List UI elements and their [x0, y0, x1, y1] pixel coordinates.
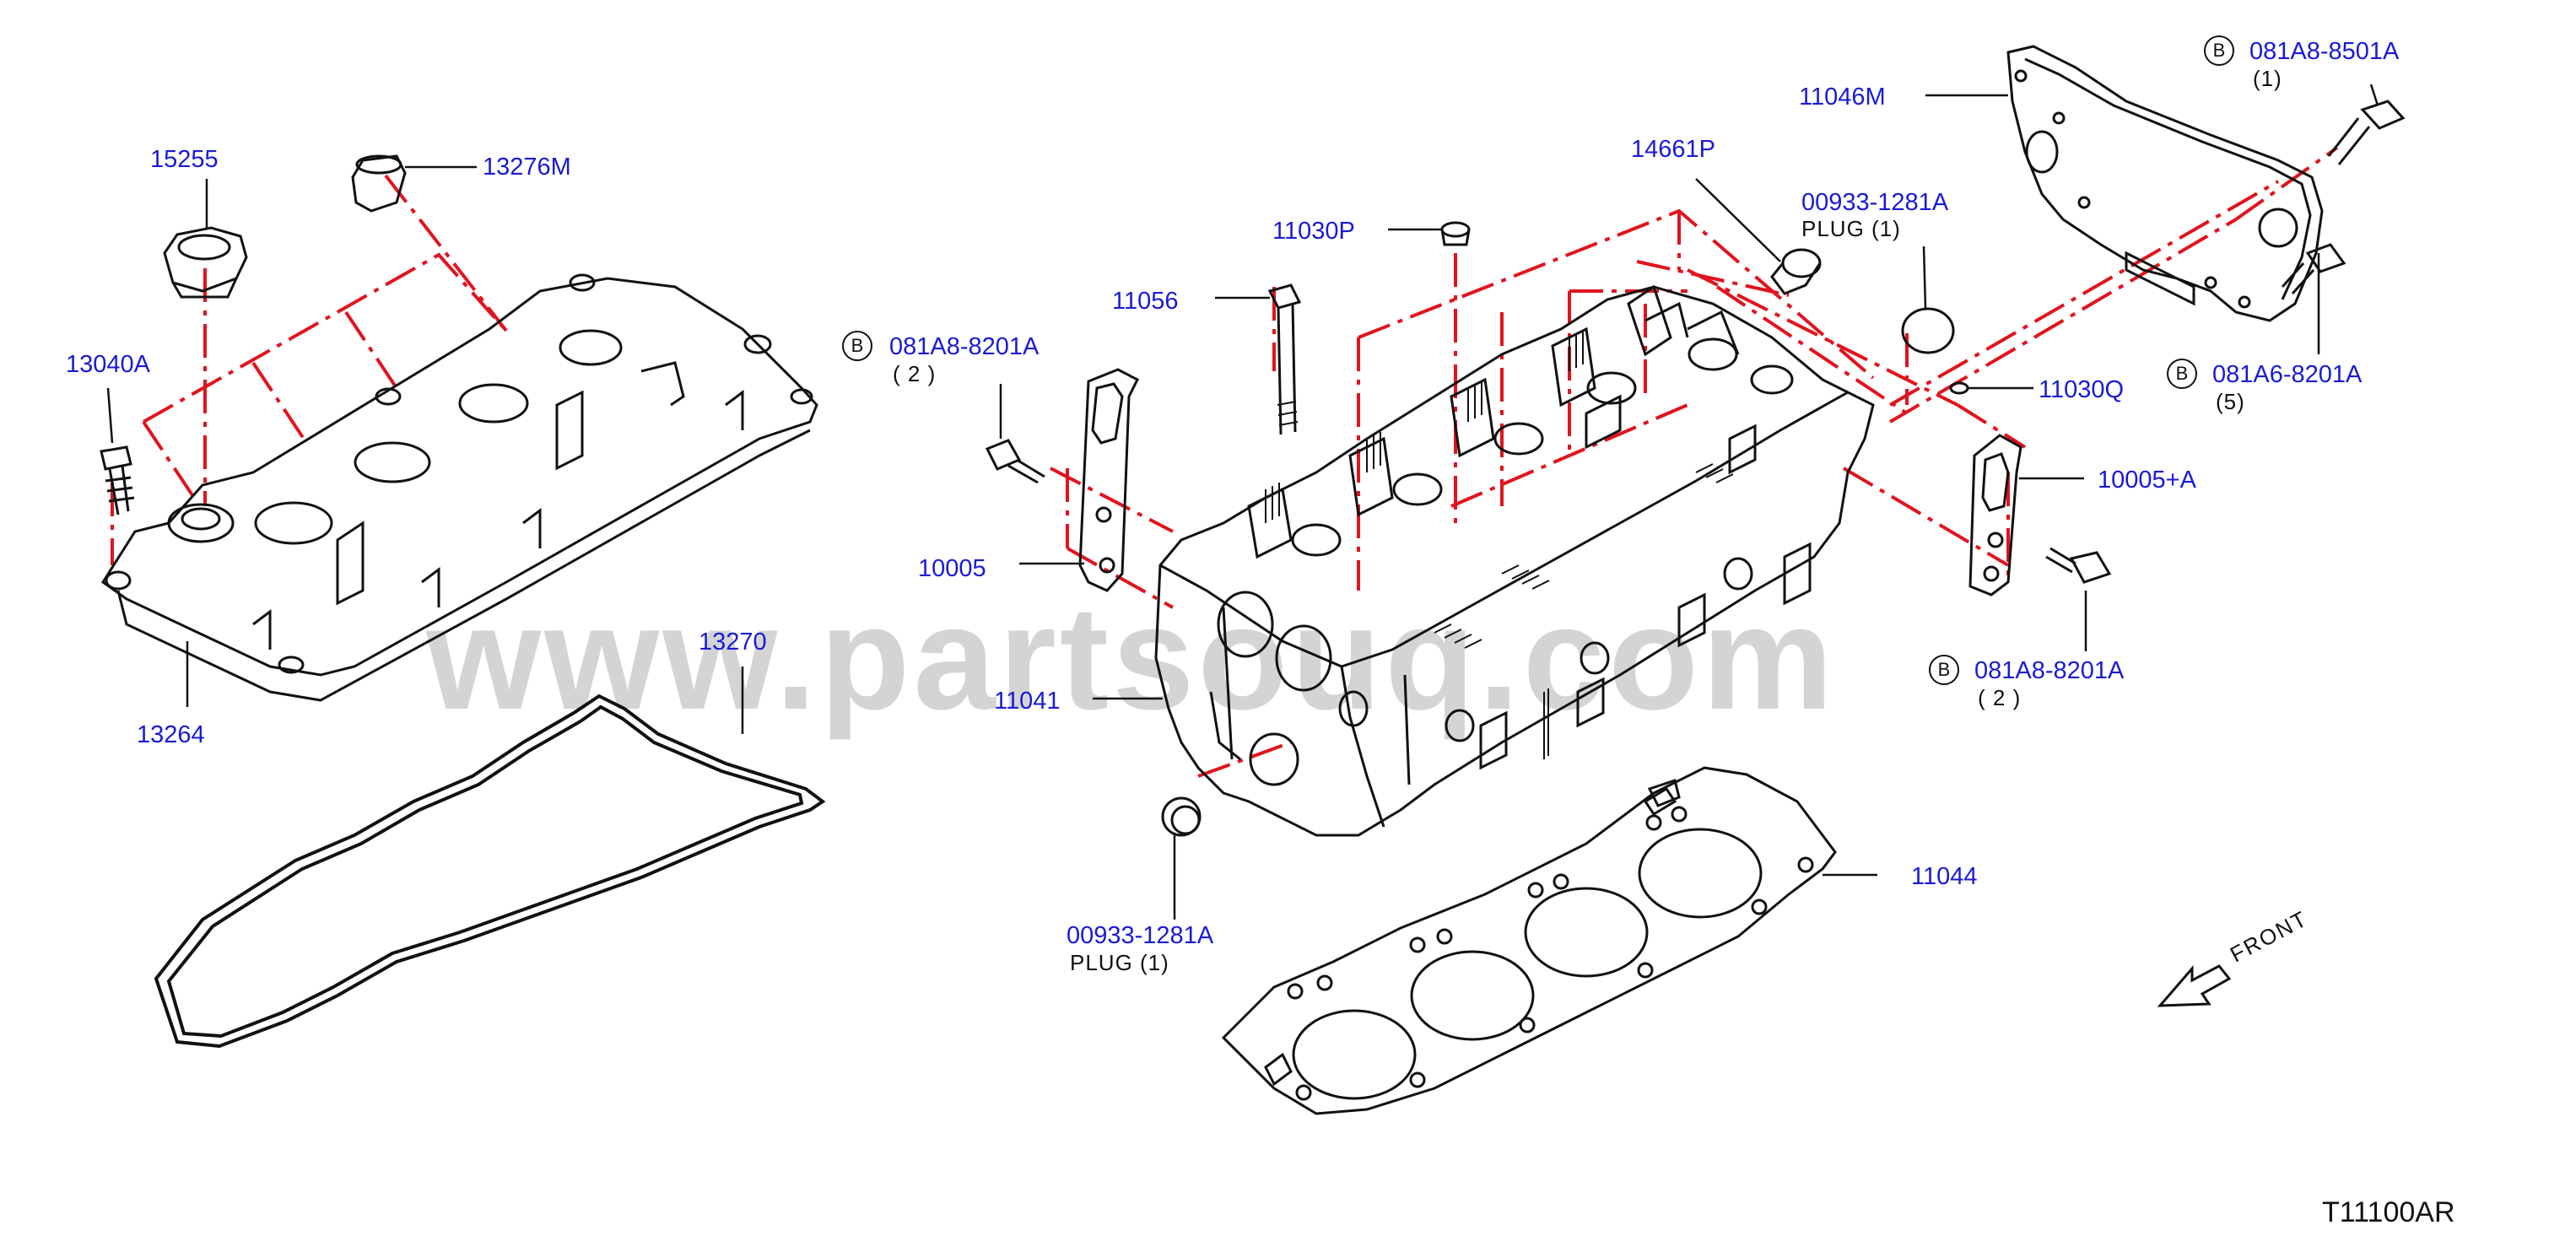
bracket-10005: [1078, 368, 1140, 592]
label-11030Q[interactable]: 11030Q: [2039, 376, 2125, 403]
bracket-10005A: [1968, 434, 2022, 596]
badge-b-081A6-8201A: B: [2167, 359, 2197, 389]
badge-b-081A8-right: B: [1929, 655, 1959, 685]
front-arrow: [2157, 964, 2232, 1007]
bolt-081A8-right: [2045, 547, 2112, 584]
label-13270[interactable]: 13270: [699, 629, 767, 656]
label-081A8-8201A-left[interactable]: 081A8-8201A: [889, 333, 1040, 360]
valve-cover-gasket: [154, 693, 826, 1049]
label-11056[interactable]: 11056: [1112, 288, 1179, 315]
head-gasket: [1221, 766, 1837, 1115]
label-00933-1281A-top[interactable]: 00933-1281A: [1801, 189, 1949, 216]
seal-11030Q: [1949, 381, 1969, 395]
label-11046M[interactable]: 11046M: [1799, 84, 1886, 111]
bolt-081A8-8501A: [2327, 100, 2406, 165]
cylinder-head-hatching: [1265, 331, 1584, 759]
bolt-081A6-8201A: [2281, 243, 2346, 294]
valve-cover: [100, 273, 818, 702]
bolt-13040A: [100, 445, 135, 515]
label-13276M[interactable]: 13276M: [483, 154, 571, 181]
label-00933-1281A-bottom[interactable]: 00933-1281A: [1067, 922, 1214, 949]
label-081A8-8201A-right[interactable]: 081A8-8201A: [1974, 657, 2125, 684]
plug-note-top: PLUG (1): [1801, 216, 1901, 241]
plug-top-oval: [1901, 307, 1955, 354]
bolt-11056: [1267, 283, 1302, 435]
label-11041[interactable]: 11041: [994, 688, 1061, 715]
label-14661P[interactable]: 14661P: [1631, 136, 1715, 163]
label-10005[interactable]: 10005: [918, 555, 986, 582]
label-15255[interactable]: 15255: [150, 146, 219, 173]
badge-b-081A8-left: B: [842, 331, 872, 361]
cylinder-head: [1154, 284, 1875, 837]
watermark: www.partsouq.com: [426, 576, 1837, 741]
plug-11030P: [1440, 221, 1471, 246]
label-13040A[interactable]: 13040A: [66, 351, 150, 378]
diagram-code: T11100AR: [2322, 1196, 2455, 1228]
qty-081A8-left: ( 2 ): [893, 361, 937, 386]
fitting-14661P: [1770, 248, 1822, 295]
cover-plate-11046M: [2006, 45, 2324, 322]
qty-081A6-8201A: (5): [2216, 389, 2245, 414]
qty-081A8-8501A: (1): [2253, 66, 2282, 91]
label-11030P[interactable]: 11030P: [1272, 218, 1355, 245]
assembly-lines: [111, 146, 2339, 778]
label-11044[interactable]: 11044: [1911, 863, 1978, 890]
label-081A8-8501A[interactable]: 081A8-8501A: [2249, 38, 2400, 65]
plug-note-bottom: PLUG (1): [1070, 950, 1169, 975]
label-081A6-8201A[interactable]: 081A6-8201A: [2212, 361, 2363, 388]
plug-bottom: [1161, 796, 1202, 837]
leader-lines: [106, 84, 2379, 920]
badge-b-081A8-8501A: B: [2204, 35, 2234, 66]
qty-081A8-right: ( 2 ): [1978, 685, 2022, 710]
oil-filler-cap: [163, 226, 248, 299]
label-13264[interactable]: 13264: [137, 721, 205, 748]
label-10005A[interactable]: 10005+A: [2098, 467, 2196, 494]
grommet: [351, 154, 407, 213]
bolt-081A8-left: [985, 439, 1045, 484]
